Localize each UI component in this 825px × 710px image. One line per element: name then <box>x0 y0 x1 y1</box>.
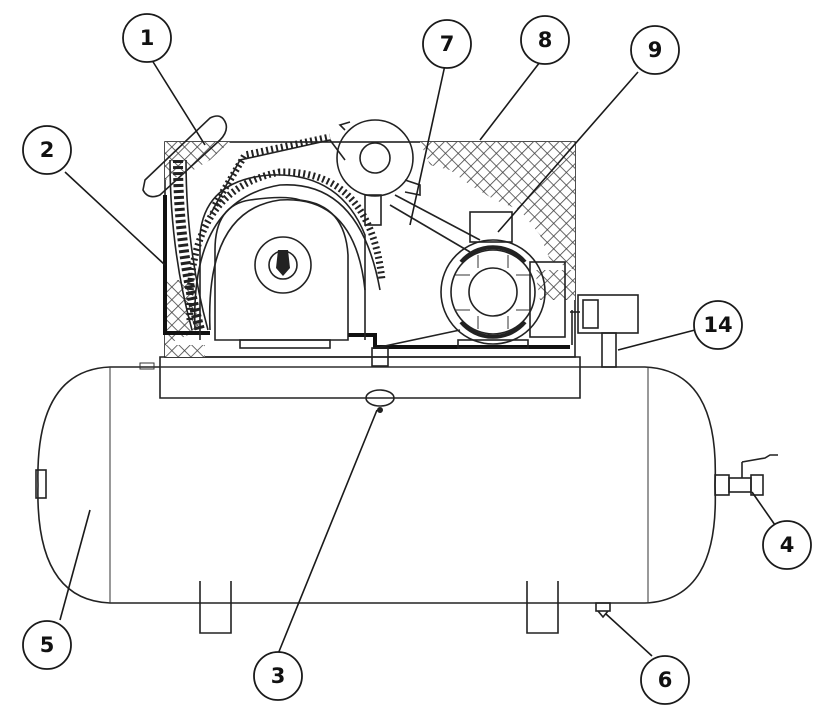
leader-lines <box>59 56 776 657</box>
air-tank <box>35 362 717 604</box>
intake-pipe <box>142 115 228 332</box>
electric-motor <box>440 211 566 349</box>
callout-4: 4 <box>762 520 812 570</box>
service-valve <box>714 454 778 496</box>
callout-8-label: 8 <box>538 28 553 52</box>
callout-3: 3 <box>253 651 303 701</box>
callout-2: 2 <box>22 125 72 175</box>
callout-8: 8 <box>520 15 570 65</box>
callout-6-label: 6 <box>658 668 673 692</box>
callout-4-label: 4 <box>780 533 795 557</box>
callout-9-label: 9 <box>648 38 663 62</box>
callout-6: 6 <box>640 655 690 705</box>
check-valve <box>365 347 395 413</box>
drive-belt <box>379 194 481 348</box>
callout-14: 14 <box>693 300 743 350</box>
callout-5-label: 5 <box>40 633 55 657</box>
flywheel <box>336 119 421 226</box>
callout-7: 7 <box>422 19 472 69</box>
callout-9: 9 <box>630 25 680 75</box>
tank-feet <box>199 581 559 634</box>
compressor-pump <box>186 133 386 349</box>
callout-1-label: 1 <box>140 26 155 50</box>
callout-3-label: 3 <box>271 664 286 688</box>
callout-14-label: 14 <box>703 313 732 337</box>
callout-5: 5 <box>22 620 72 670</box>
callout-2-label: 2 <box>40 138 55 162</box>
pressure-switch <box>570 294 639 368</box>
callout-1: 1 <box>122 13 172 63</box>
drain-valve <box>595 602 611 619</box>
callout-7-label: 7 <box>440 32 455 56</box>
